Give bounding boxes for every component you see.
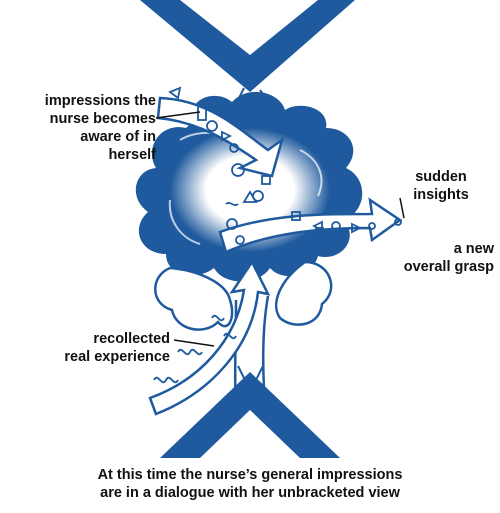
overall-grasp-label-line: overall grasp bbox=[386, 258, 494, 276]
recollected-label: recollected real experience bbox=[10, 330, 170, 366]
overall-grasp-label-line: a new bbox=[386, 240, 494, 258]
caption-line: are in a dialogue with her unbracketed v… bbox=[0, 484, 500, 502]
sudden-insights-label-line: sudden bbox=[396, 168, 486, 186]
recollected-label-line: recollected bbox=[10, 330, 170, 348]
top-chevron bbox=[140, 0, 355, 104]
impressions-label-line: nurse becomes bbox=[6, 110, 156, 128]
caption-line: At this time the nurse’s general impress… bbox=[0, 466, 500, 484]
impressions-label-line: herself bbox=[6, 146, 156, 164]
impressions-label-line: impressions the bbox=[6, 92, 156, 110]
sudden-insights-label: sudden insights bbox=[396, 168, 486, 204]
impressions-label-line: aware of in bbox=[6, 128, 156, 146]
sudden-insights-label-line: insights bbox=[396, 186, 486, 204]
impressions-label: impressions the nurse becomes aware of i… bbox=[6, 92, 156, 164]
recollected-label-line: real experience bbox=[10, 348, 170, 366]
overall-grasp-label: a new overall grasp bbox=[386, 240, 494, 276]
caption: At this time the nurse’s general impress… bbox=[0, 466, 500, 502]
